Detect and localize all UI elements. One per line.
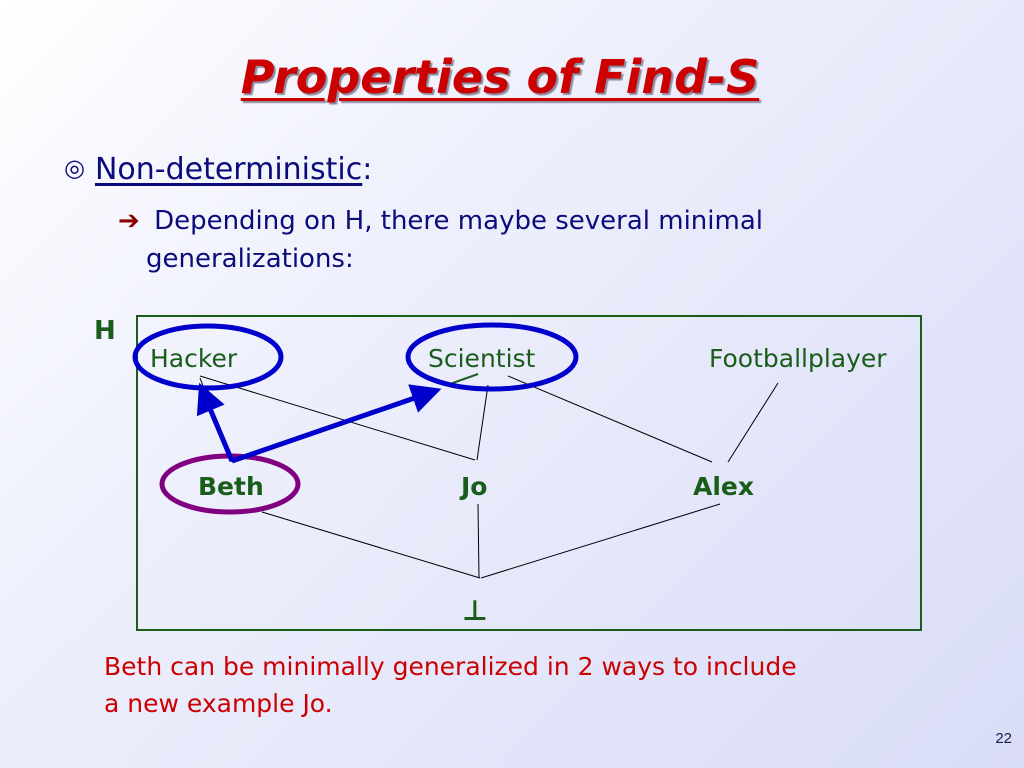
node-alex: Alex bbox=[693, 472, 754, 501]
node-hacker: Hacker bbox=[150, 344, 238, 373]
node-scientist: Scientist bbox=[428, 344, 536, 373]
bullet-marker-icon: ◎ bbox=[64, 154, 85, 182]
slide-title: Properties of Find-S bbox=[240, 50, 760, 104]
arrow-bullet-icon: ➔ bbox=[118, 206, 140, 236]
bullet-term: Non-deterministic bbox=[94, 152, 363, 187]
hypothesis-space-label: H bbox=[94, 316, 116, 346]
node-bottom: ⊥ bbox=[462, 594, 488, 627]
edge-bottom-beth bbox=[261, 511, 481, 579]
caption-line-1: Beth can be minimally generalized in 2 w… bbox=[104, 652, 797, 681]
caption: Beth can be minimally generalized in 2 w… bbox=[104, 648, 904, 722]
edge-bottom-alex bbox=[480, 503, 721, 579]
edge-jo-scientist bbox=[476, 384, 489, 461]
node-footballplayer: Footballplayer bbox=[709, 344, 887, 373]
bullet-non-deterministic: ◎ Non-deterministic: bbox=[64, 152, 372, 187]
sub-bullet-line-2: generalizations: bbox=[146, 244, 354, 274]
node-beth: Beth bbox=[198, 472, 264, 501]
sub-bullet: ➔ Depending on H, there maybe several mi… bbox=[118, 202, 838, 278]
bullet-colon: : bbox=[362, 152, 373, 187]
beth-to-hacker-arrow bbox=[196, 382, 235, 462]
edge-bottom-jo bbox=[477, 503, 480, 579]
scientist-highlight-circle bbox=[405, 322, 579, 392]
diagram-frame bbox=[136, 315, 922, 631]
beth-to-scientist-arrow bbox=[231, 384, 442, 464]
caption-line-2: a new example Jo. bbox=[104, 689, 333, 718]
edge-alex-footballplayer bbox=[727, 382, 779, 463]
edge-scientist-tick bbox=[449, 373, 479, 385]
sub-bullet-line-1: Depending on H, there maybe several mini… bbox=[154, 206, 763, 236]
edge-alex-scientist bbox=[507, 375, 713, 463]
edge-jo-hacker bbox=[199, 375, 476, 461]
node-jo: Jo bbox=[459, 472, 487, 501]
lattice-edges bbox=[199, 373, 779, 579]
generalization-arrows bbox=[196, 382, 442, 464]
page-number: 22 bbox=[995, 730, 1012, 747]
